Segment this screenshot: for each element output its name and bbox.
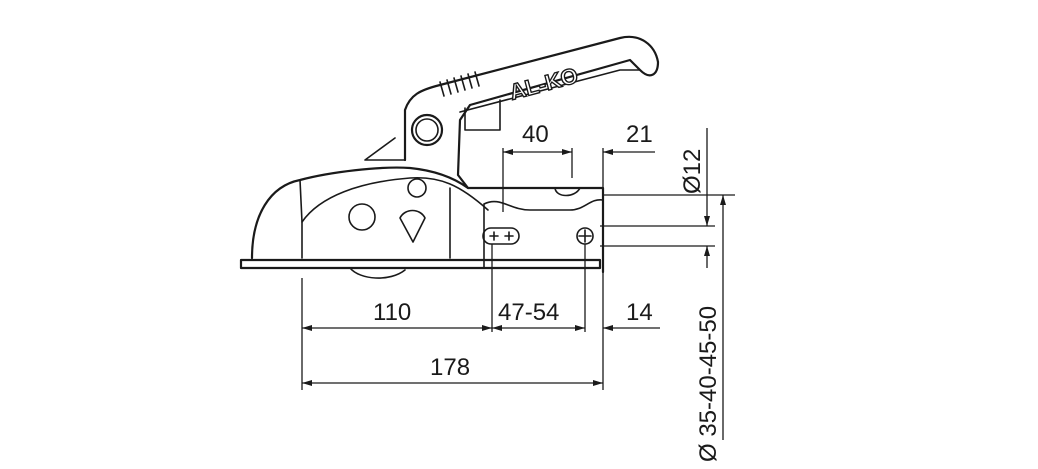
rivet-hole [348, 203, 376, 231]
top-dimensions: 40 21 [502, 121, 655, 212]
hole-centerlines [489, 229, 592, 243]
dim-label-drawbar: Ø 35-40-45-50 [695, 306, 722, 462]
wear-indicator [399, 209, 426, 243]
bracket-nut [554, 187, 581, 197]
handle-pivot [410, 113, 444, 147]
handle-outline [403, 35, 660, 190]
coupling-handle: AL-KO [364, 35, 660, 190]
handle-pivot-inner [415, 118, 439, 142]
slot-hole [482, 227, 520, 245]
coupling-body [239, 166, 605, 279]
dim-label-110: 110 [373, 299, 411, 326]
bracket-outline [483, 199, 604, 269]
ball-socket-edge [299, 179, 303, 259]
base-plate [239, 258, 602, 270]
handle-guard [364, 137, 406, 161]
upper-rivet [407, 178, 427, 198]
handle-inner-edge [459, 69, 641, 113]
dim-label-40: 40 [522, 121, 549, 148]
handle-grip-ribs [439, 71, 480, 97]
underside-buffer [349, 267, 406, 279]
right-dimensions: Ø12 Ø 35-40-45-50 [600, 128, 735, 462]
dim-label-178: 178 [430, 354, 470, 381]
dim-label-14: 14 [626, 299, 653, 326]
bottom-dimensions: 110 47-54 14 178 [301, 244, 660, 390]
dim-label-47-54: 47-54 [498, 299, 559, 326]
dim-label-d12: Ø12 [679, 149, 706, 194]
alko-logo: AL-KO [507, 63, 581, 105]
housing-outline [250, 166, 605, 274]
dim-label-21: 21 [626, 121, 653, 148]
handle-latch [464, 99, 501, 131]
housing-crease [301, 176, 489, 223]
